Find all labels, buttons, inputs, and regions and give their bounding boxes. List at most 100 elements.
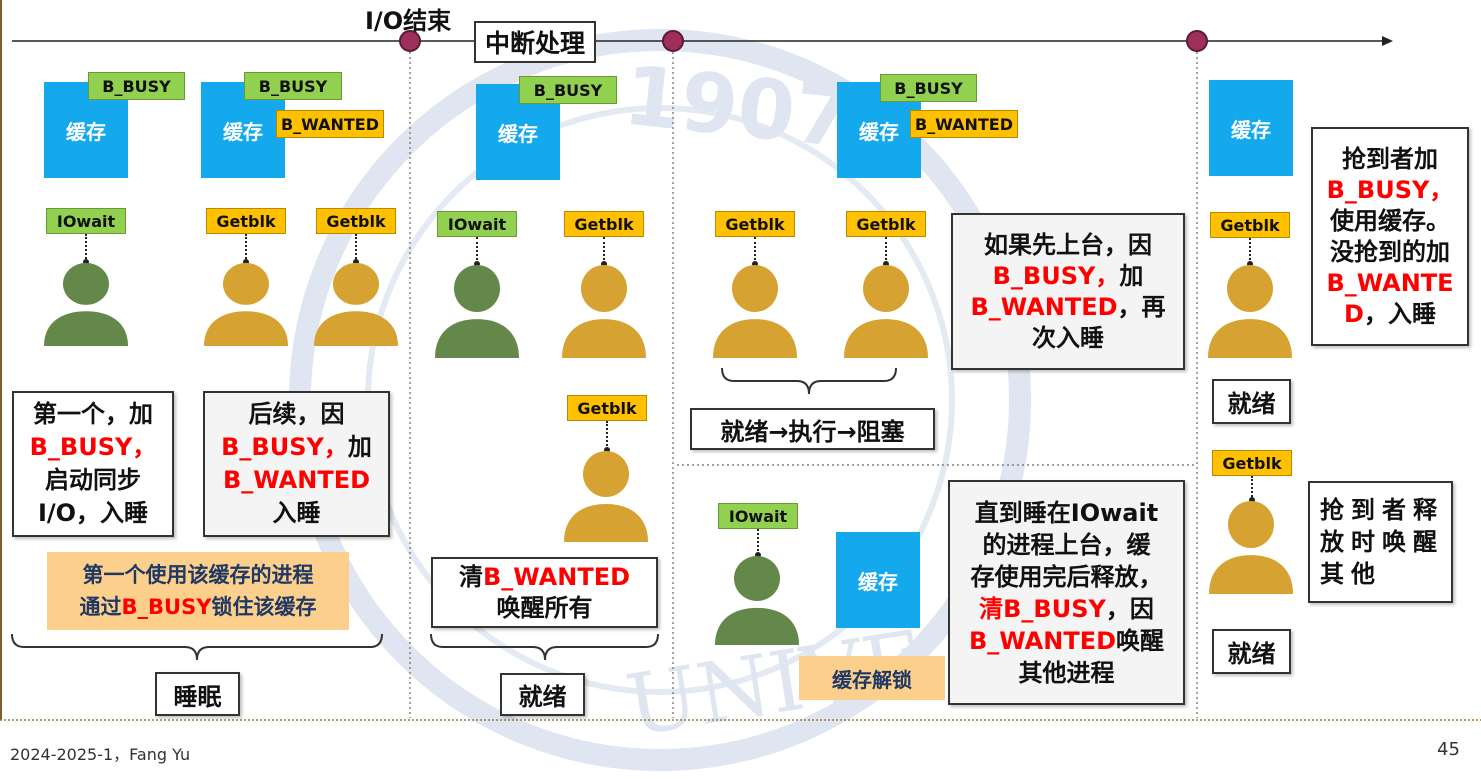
note-first-process: 第一个，加 B_BUSY， 启动同步 I/O，入睡 [12,391,174,537]
iowait-tag: IOwait [437,211,517,237]
note-winner-loser: 抢到者加 B_BUSY， 使用缓存。 没抢到的加 B_WANTE D，入睡 [1311,127,1469,346]
note-retry-sleep: 如果先上台，因 B_BUSY，加 B_WANTED，再 次入睡 [951,213,1185,370]
process-icon [562,450,650,542]
note-text: 唤醒 [1116,626,1165,655]
note-text: ，再 [1117,292,1166,321]
state-sleep: 睡眠 [155,672,240,716]
note-red-text: B_WANTED [482,562,631,591]
process-icon [42,262,130,346]
note-line: 存使用完后释放， [970,562,1163,591]
process-icon [312,262,400,346]
note-line: I/O，入睡 [37,499,149,527]
timeline-event-dot [1186,30,1208,52]
io-end-label: I/O结束 [365,7,452,35]
brace-phase2 [430,633,659,661]
tag-connector [1247,238,1253,267]
b-wanted-flag: B_WANTED [910,110,1018,138]
state-ready: 就绪 [1212,379,1291,424]
note-line: B_BUSY， [29,433,157,461]
note-red-text: B_WANTED [968,626,1117,655]
getblk-tag: Getblk [1212,450,1292,476]
iowait-tag: IOwait [718,503,798,529]
tag-connector [604,421,610,453]
note-line: B_WANTED唤醒 [950,625,1183,657]
note-line: 清B_BUSY，因 [950,593,1183,625]
process-icon [560,264,648,358]
cache-unlock-label: 缓存解锁 [799,656,945,700]
iowait-tag: IOwait [46,208,126,234]
note-red-text: B_WANTED [970,292,1118,321]
process-icon [713,555,801,645]
process-icon [1207,500,1295,594]
note-text: ，因 [1105,594,1154,623]
b-busy-flag: B_BUSY [880,74,977,102]
tag-connector [474,237,480,267]
tag-connector [353,234,359,265]
note-text: 加 [347,433,372,461]
note-line: 次入睡 [1032,323,1104,352]
process-icon [202,262,290,346]
highlight-line: 通过B_BUSY锁住该缓存 [80,591,317,623]
note-line: 抢到者加 [1342,144,1438,173]
note-line: D，入睡 [1313,299,1467,330]
note-text: 清 [458,562,483,591]
b-busy-flag: B_BUSY [519,76,617,104]
getblk-tag: Getblk [846,211,926,237]
highlight-text: 通过 [79,595,122,619]
note-line: 第一个，加 [33,400,153,428]
getblk-tag: Getblk [1210,212,1290,238]
note-line: B_WANTED，再 [953,292,1183,323]
buffer-cache-box: 缓存 [836,532,920,628]
note-red-text: 清B_BUSY [979,594,1106,623]
process-icon [842,264,930,358]
tag-connector [601,237,607,267]
note-line: B_BUSY，加 [953,261,1183,292]
note-wakeup-all: 清B_WANTED 唤醒所有 [431,557,658,628]
note-line: 后续，因 [248,400,345,428]
note-red-text: B_BUSY， [992,261,1120,290]
note-line: 放时唤醒 [1320,528,1444,556]
tag-connector [1249,476,1255,503]
note-line: 清B_WANTED [433,562,656,593]
note-red-text: B_BUSY， [221,433,348,461]
tag-connector [243,234,249,265]
timeline-arrowhead [1382,36,1393,46]
note-line: 直到睡在IOwait [974,498,1159,527]
getblk-tag: Getblk [206,208,286,234]
brace-phase3 [721,367,897,395]
note-wake-others: 抢到者释 放时唤醒 其他 [1308,481,1453,603]
state-cycle: 就绪→执行→阻塞 [690,408,935,450]
getblk-tag: Getblk [567,395,647,421]
state-ready: 就绪 [500,673,585,716]
note-line: B_BUSY， [1326,175,1454,204]
b-wanted-flag: B_WANTED [276,110,384,138]
note-line: 其他进程 [1018,658,1115,687]
note-line: 的进程上台，缓 [982,530,1151,559]
getblk-tag: Getblk [564,211,644,237]
tag-connector [755,529,761,558]
footer-term-author: 2024-2025-1，Fang Yu [10,745,191,764]
note-line: 如果先上台，因 [984,230,1152,259]
note-line: 启动同步 [45,466,141,494]
b-busy-flag: B_BUSY [244,72,342,100]
process-icon [1206,264,1294,358]
highlight-text: 锁住该缓存 [211,595,317,619]
note-line: 入睡 [272,499,321,527]
note-line: 其他 [1320,560,1382,588]
note-line: B_WANTE [1326,268,1454,297]
note-text: 加 [1119,261,1144,290]
note-text: ，入睡 [1363,299,1436,328]
buffer-cache-box: 缓存 [1209,80,1293,176]
page-number: 45 [1437,739,1460,760]
note-line: 抢到者释 [1320,496,1444,524]
note-release-wakeup: 直到睡在IOwait 的进程上台，缓 存使用完后释放， 清B_BUSY，因 B_… [948,480,1185,705]
watermark-year: 1907 [619,48,856,166]
highlight-red-text: B_BUSY [121,595,212,619]
b-busy-flag: B_BUSY [88,72,185,100]
process-icon [433,264,521,358]
highlight-line: 第一个使用该缓存的进程 [82,563,314,587]
note-red-text: D [1344,299,1364,328]
state-ready: 就绪 [1212,629,1291,674]
getblk-tag: Getblk [715,211,795,237]
